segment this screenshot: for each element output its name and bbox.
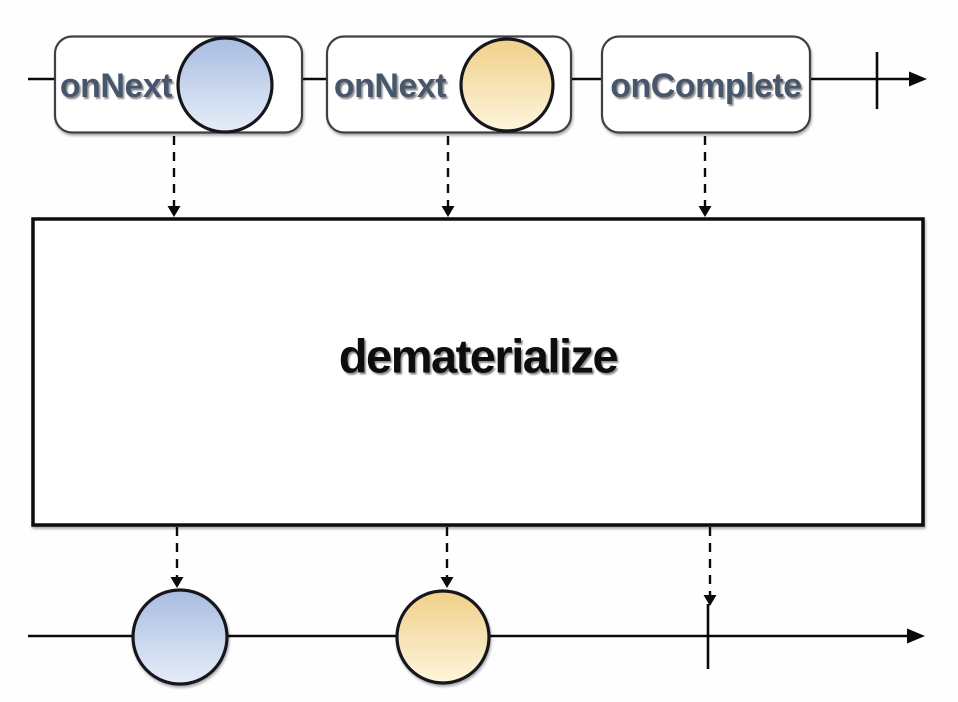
blue-marble-icon [176,36,274,134]
operator-box-group: dematerialize [31,217,925,527]
operator-box [31,217,925,527]
notification-box [600,35,812,134]
input-arrow-3 [698,136,712,217]
output-arrow-2 [440,527,454,588]
output-timeline [28,588,925,686]
notification-box-oncomplete: onComplete [600,35,812,134]
down-arrowhead-icon [441,206,455,217]
output-timeline-arrowhead-icon [907,628,925,644]
yellow-marble-icon [395,589,491,685]
down-arrowhead-icon [703,595,717,606]
operator-label: dematerialize [339,330,618,383]
notification-box-onnext-yellow: onNext [325,35,573,134]
notification-label: onComplete [610,67,801,105]
down-arrowhead-icon [698,206,712,217]
input-arrow-2 [441,136,455,217]
output-arrow-1 [170,527,184,588]
notification-box-onnext-blue: onNext [53,35,304,134]
down-arrowhead-icon [170,577,184,588]
source-timeline-arrowhead-icon [909,71,927,87]
down-arrowhead-icon [167,206,181,217]
notification-label: onNext [60,67,172,105]
source-timeline [28,52,927,109]
output-arrow-3 [703,527,717,606]
input-arrow-1 [167,136,181,217]
down-arrowhead-icon [440,577,454,588]
notification-label: onNext [334,67,446,105]
yellow-marble-icon [459,37,555,133]
blue-marble-icon [131,588,229,686]
